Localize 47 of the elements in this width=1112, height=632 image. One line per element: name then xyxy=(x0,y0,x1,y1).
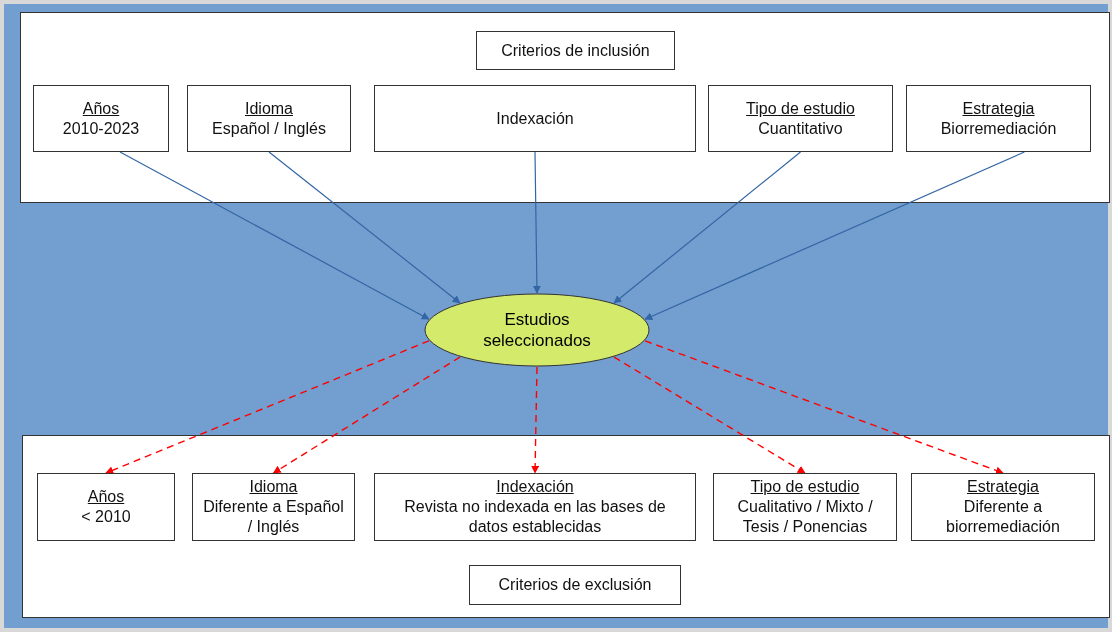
criterion-value: Español / Inglés xyxy=(212,118,326,139)
arrow xyxy=(272,356,461,474)
criterion-heading: Tipo de estudio xyxy=(746,98,855,119)
panel-background xyxy=(22,435,1110,618)
criterion-box xyxy=(713,473,897,541)
criterion-heading: Tipo de estudio xyxy=(750,477,860,497)
criterion-box xyxy=(192,473,355,541)
arrow xyxy=(644,151,1025,320)
arrow xyxy=(268,151,461,304)
criterion-heading: Idioma xyxy=(245,98,293,119)
arrow xyxy=(119,151,430,320)
criterion-box xyxy=(33,85,169,152)
arrow xyxy=(613,356,806,474)
criterion-box xyxy=(911,473,1095,541)
panel-title: Criterios de inclusión xyxy=(501,40,650,61)
criterion-box xyxy=(906,85,1091,152)
ellipse-node xyxy=(424,293,650,367)
node-label: Estudios seleccionados xyxy=(482,309,592,351)
title-box xyxy=(476,31,675,70)
criterion-value: Revista no indexada en las bases de datos establecidas xyxy=(403,497,667,537)
criterion-box xyxy=(374,473,696,541)
panel-title: Criterios de exclusión xyxy=(498,575,652,595)
criterion-value: Diferente a Español / Inglés xyxy=(203,497,344,537)
arrow xyxy=(613,151,802,304)
criterion-heading: Años xyxy=(87,487,125,507)
criterion-value: Biorremediación xyxy=(940,118,1057,139)
criterion-value: < 2010 xyxy=(81,507,131,527)
criterion-value: Diferente a biorremediación xyxy=(945,497,1061,537)
criterion-heading: Estrategia xyxy=(962,98,1035,119)
criterion-heading: Indexación xyxy=(496,477,574,497)
arrow xyxy=(105,340,430,474)
arrow xyxy=(644,340,1004,475)
panel-background xyxy=(20,12,1110,203)
criterion-box xyxy=(187,85,351,152)
title-box xyxy=(469,565,681,605)
criterion-heading: Idioma xyxy=(249,477,298,497)
arrow xyxy=(532,151,541,294)
criterion-box xyxy=(708,85,893,152)
arrow xyxy=(531,366,540,474)
panel-title: Indexación xyxy=(496,108,574,129)
criterion-value: Cuantitativo xyxy=(758,118,843,139)
criterion-heading: Estrategia xyxy=(966,477,1039,497)
criterion-value: 2010-2023 xyxy=(62,118,140,139)
criterion-value: Cualitativo / Mixto / Tesis / Ponencias xyxy=(736,497,874,537)
criterion-heading: Años xyxy=(82,98,120,119)
criterion-box xyxy=(37,473,175,541)
title-box xyxy=(374,85,696,152)
